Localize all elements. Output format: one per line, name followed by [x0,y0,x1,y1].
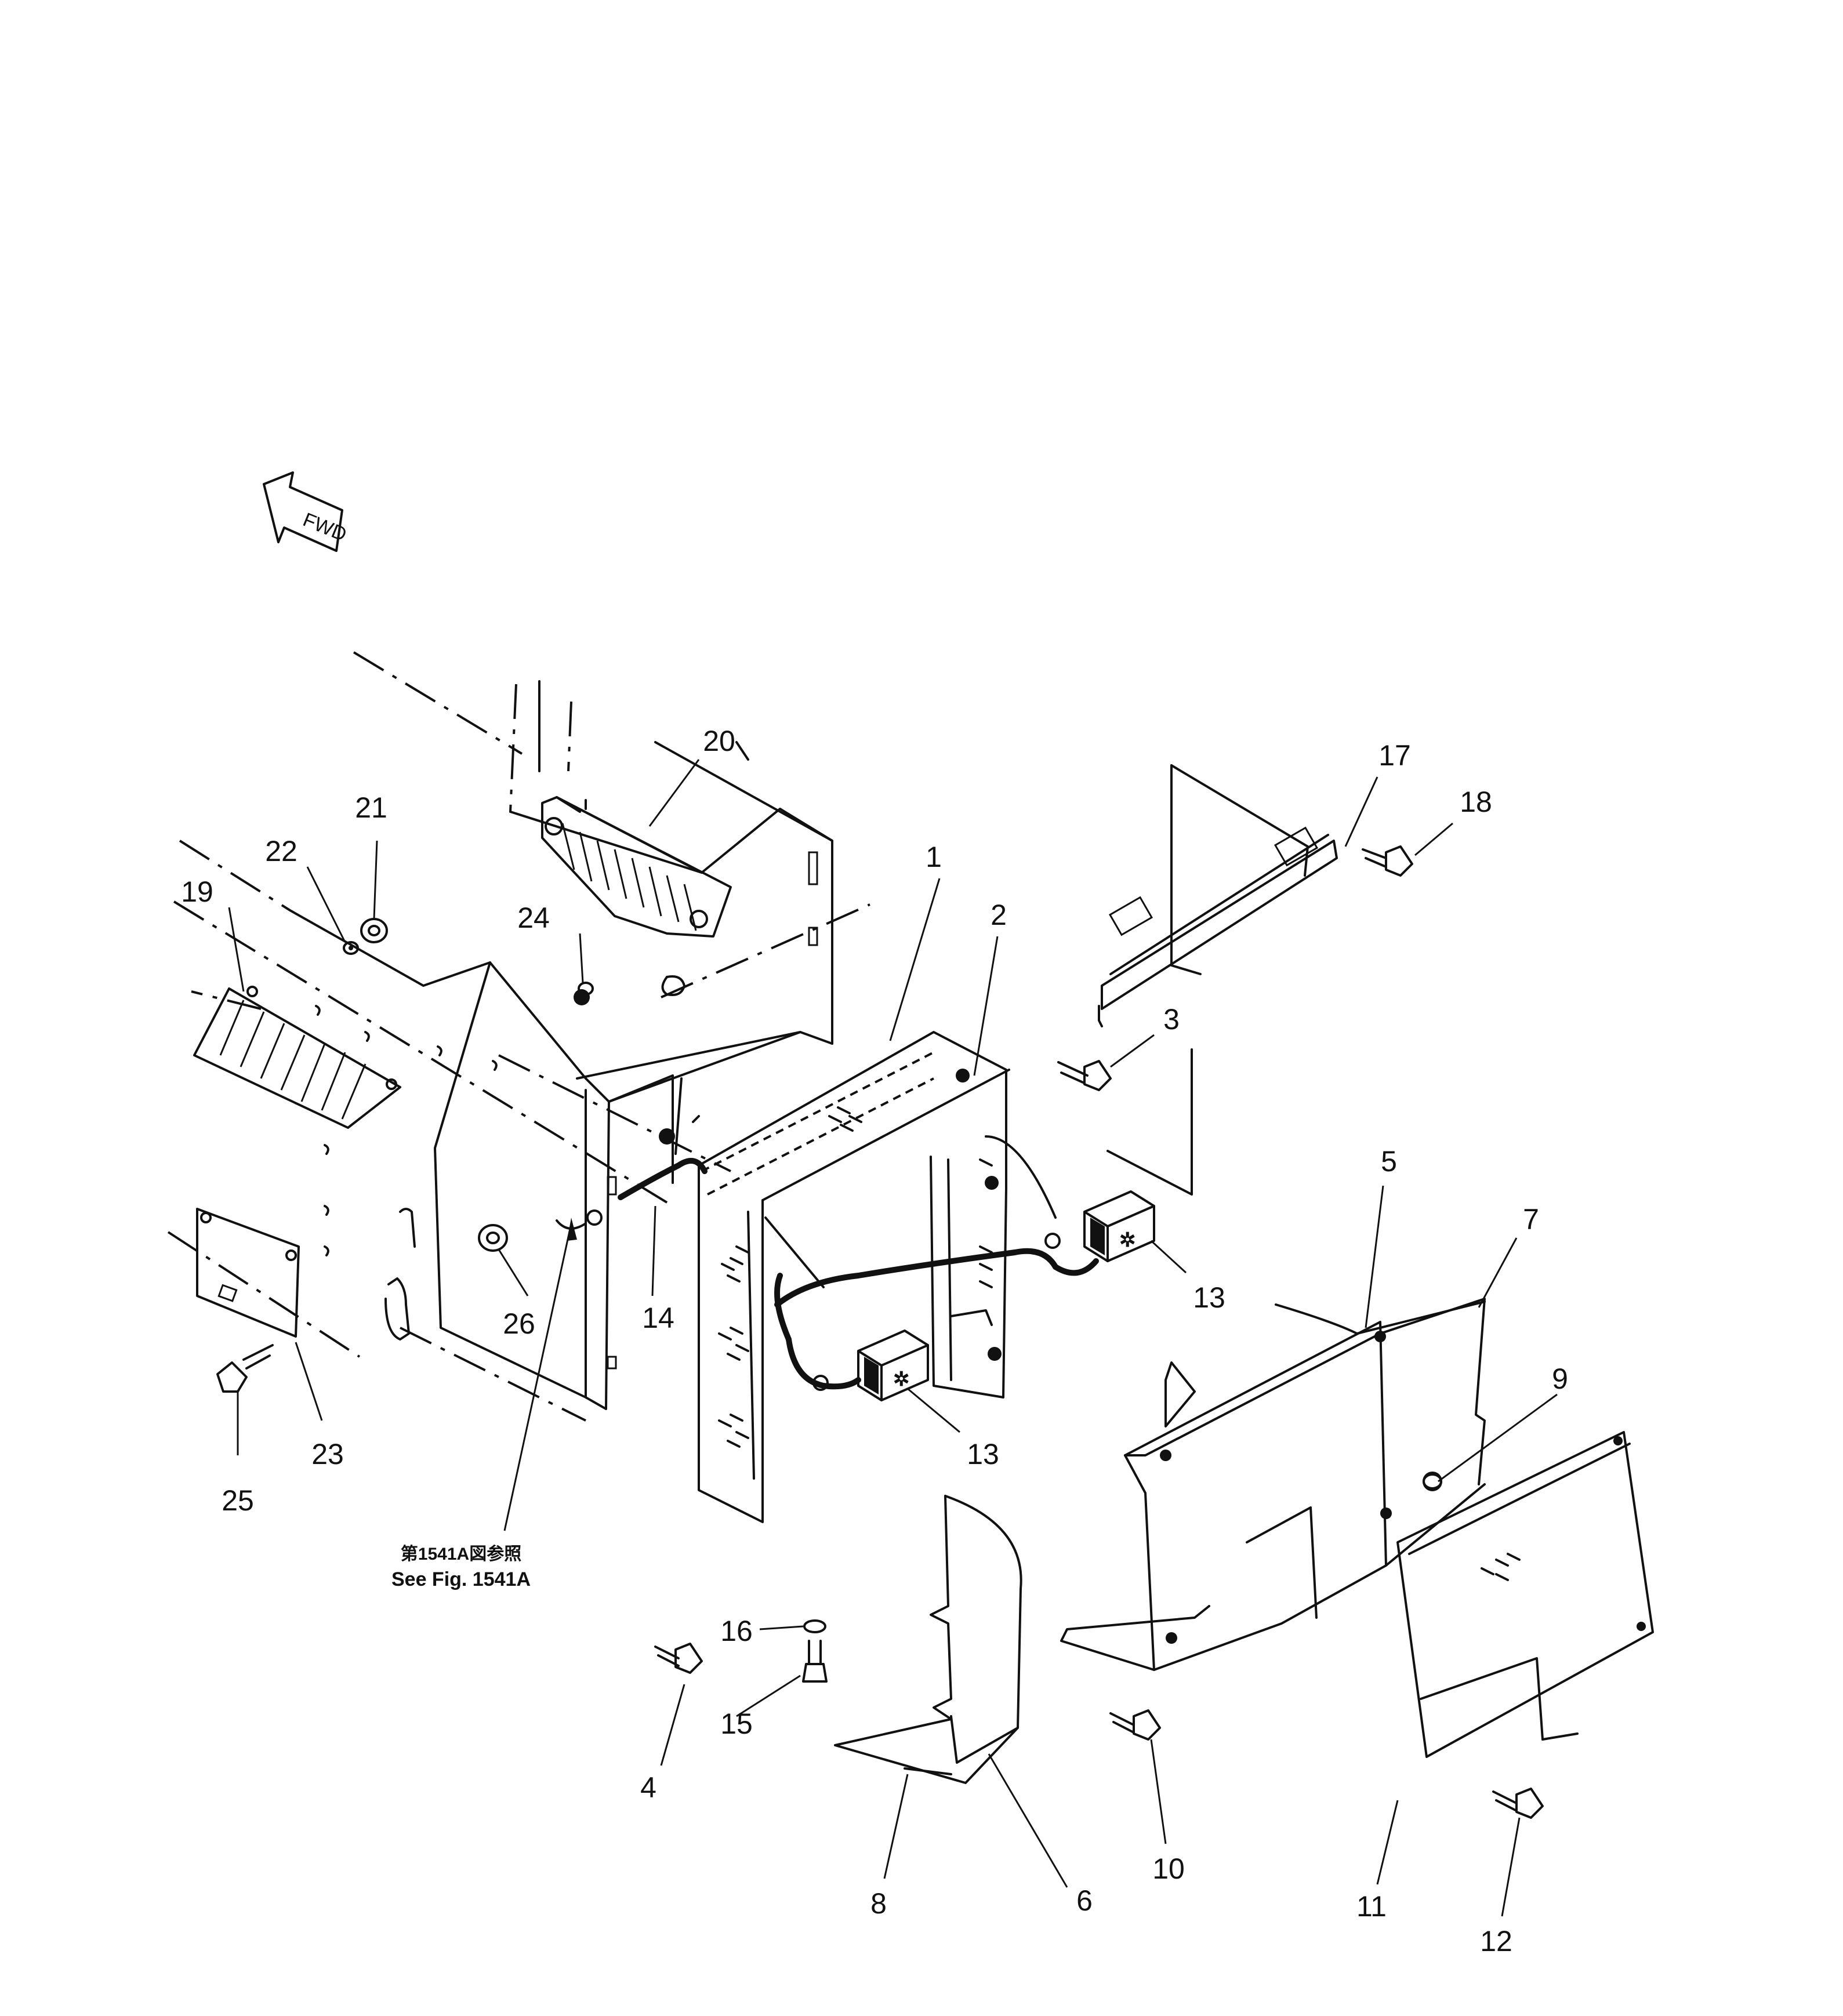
part-label-1: 1 [926,841,942,873]
part-label-21: 21 [355,791,387,824]
part-label-24: 24 [517,902,550,934]
shroud-part-6 [834,1495,1022,1784]
part-label-14: 14 [642,1302,674,1334]
part-label-4: 4 [640,1771,656,1804]
reference-note-en: See Fig. 1541A [391,1568,531,1590]
nut-part-9 [1423,1473,1442,1490]
shroud-part-5 [1060,1298,1486,1671]
reference-note: 第1541A図参照 See Fig. 1541A [391,1544,531,1590]
cover-plate-part-23 [196,1208,300,1338]
phantom-lines [167,651,870,1422]
nut-part-21 [360,918,388,943]
part-label-15: 15 [720,1708,753,1740]
nut-part-26 [478,1224,508,1252]
part-label-2: 2 [991,899,1007,931]
fwd-arrow-icon: FWD [263,471,350,552]
part-label-16: 16 [720,1615,753,1647]
part-label-3: 3 [1163,1003,1180,1036]
part-label-9: 9 [1552,1363,1568,1395]
part-label-6: 6 [1076,1884,1093,1917]
nut-part-24 [578,982,594,996]
part-label-11: 11 [1356,1890,1387,1923]
grille-part-20 [541,796,732,938]
hood-housing [289,796,833,1410]
relay-part-13-lower: ✲ [857,1330,929,1401]
part-label-12: 12 [1480,1925,1512,1957]
bolt-part-18 [1362,845,1413,877]
part-label-18: 18 [1460,786,1492,818]
part-number-labels: 1 2 3 4 5 6 7 8 9 10 11 12 13 13 14 15 1… [181,725,1568,1957]
relay-part-13-upper: ✲ [1083,1190,1155,1262]
part-label-22: 22 [265,835,298,867]
part-label-10: 10 [1152,1852,1185,1885]
cover-part-11 [1396,1431,1654,1758]
part-label-5: 5 [1381,1145,1397,1178]
part-label-19: 19 [181,876,213,908]
part-label-20: 20 [703,725,735,757]
bolt-part-10 [1109,1709,1161,1741]
reference-note-jp: 第1541A図参照 [401,1544,521,1564]
bracket-part-1 [698,1031,1010,1523]
svg-text:✲: ✲ [893,1368,910,1390]
bolt-part-3 [1057,1060,1112,1091]
part-label-8: 8 [870,1887,887,1920]
upper-body-lines [538,680,833,842]
washer-part-16 [803,1619,826,1633]
svg-text:✲: ✲ [1119,1229,1136,1251]
part-label-26: 26 [503,1307,535,1340]
washer-part-22 [343,941,359,955]
grille-part-19 [193,986,401,1129]
part-label-23: 23 [311,1438,344,1470]
bolt-part-4 [654,1643,703,1674]
part-label-17: 17 [1378,739,1411,772]
bolt-part-25 [216,1344,274,1393]
part-label-13b: 13 [967,1438,999,1470]
wiring-harness-part-14 [556,1135,1099,1391]
part-label-7: 7 [1523,1203,1539,1236]
bolt-part-12 [1492,1788,1544,1819]
leader-lines [228,759,1558,1917]
part-label-25: 25 [222,1484,254,1517]
part-label-13a: 13 [1193,1281,1225,1314]
bracket-part-17 [1098,764,1338,1196]
bolt-part-15 [802,1640,828,1683]
